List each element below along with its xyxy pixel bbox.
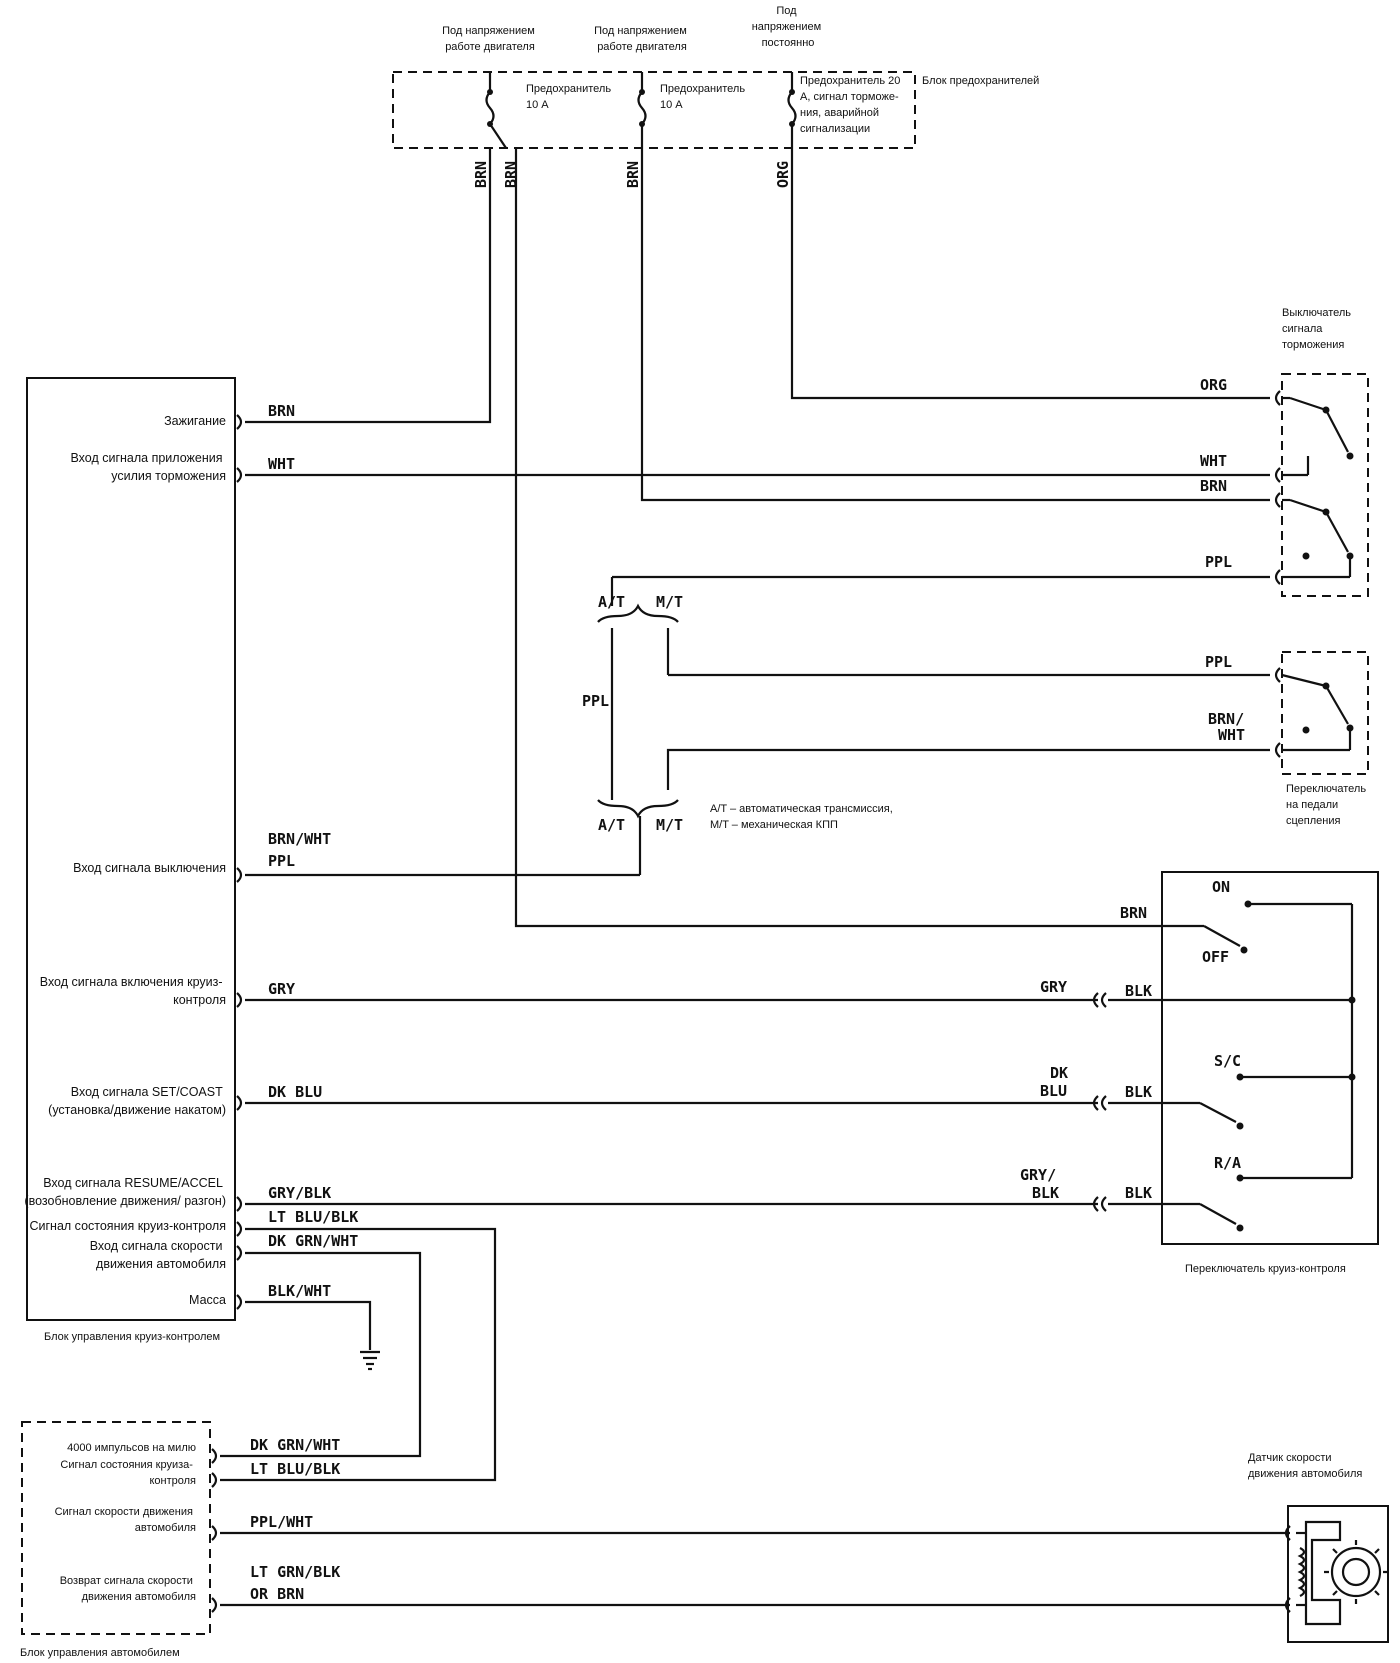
label-constant-power: Под напряжением постоянно [752, 5, 825, 49]
wire-label-lt-blu-blk-top: LT BLU/BLK [268, 1208, 358, 1226]
wire-label-dk-grn-wht-top: DK GRN/WHT [268, 1232, 358, 1250]
wire-label-ppl-disengage: PPL [268, 852, 295, 870]
wire-label-dk-blu-left: DK BLU [268, 1083, 322, 1101]
wire-label-blk-2: BLK [1125, 1083, 1152, 1101]
fuse-2-label: Предохранитель 10 A [660, 83, 748, 111]
wire-label-brn-b: BRN [502, 161, 520, 188]
vm-pin-speed-label: Сигнал скорости движения автомобиля [55, 1506, 196, 1534]
wire-speed-dk-grn-wht [220, 1251, 422, 1458]
fuse-3-label: Предохранитель 20 А, сигнал торможе- ния… [800, 75, 903, 135]
pin-ground-label: Масса [189, 1293, 226, 1307]
speed-sensor-title: Датчик скорости движения автомобиля [1248, 1452, 1362, 1480]
vm-pin-return-label: Возврат сигнала скорости движения автомо… [60, 1575, 196, 1603]
at-label-bottom: A/T [598, 816, 625, 834]
pin-set-coast-label: Вход сигнала SET/COAST (установка/движен… [48, 1085, 226, 1117]
transmission-legend: A/T – автоматическая трансмиссия, M/T – … [710, 803, 896, 831]
at-label-top: A/T [598, 593, 625, 611]
pin-brake-booster-label: Вход сигнала приложения усилия торможени… [70, 451, 226, 483]
cruise-module [26, 377, 236, 1321]
wire-label-wht-left: WHT [268, 455, 295, 473]
wire-cruise-switch-brn [514, 148, 1204, 928]
wire-label-wht-right: WHT [1200, 452, 1227, 470]
ground-symbol-icon [360, 1350, 380, 1371]
transmission-selector-top [597, 577, 679, 800]
brake-switch-contacts [1274, 390, 1354, 585]
vehicle-module [21, 1421, 211, 1635]
cruise-switch-title: Переключатель круиз-контроля [1185, 1263, 1346, 1275]
wire-label-dk-grn-wht-bottom: DK GRN/WHT [250, 1436, 340, 1454]
vehicle-module-title: Блок управления автомобилем [20, 1647, 180, 1659]
clutch-switch-contacts [1274, 667, 1354, 758]
wire-label-gry-right: GRY [1040, 978, 1067, 996]
cruise-switch-contacts [1092, 900, 1356, 1232]
pin-status-label: Сигнал состояния круиз-контроля [29, 1219, 226, 1233]
pin-cruise-on-label: Вход сигнала включения круиз- контроля [40, 975, 226, 1007]
label-ignition-run-2: Под напряжением работе двигателя [594, 25, 690, 53]
wire-label-org: ORG [774, 161, 792, 188]
wire-label-blk-1: BLK [1125, 982, 1152, 1000]
wire-label-brn-wht-disengage: BRN/WHT [268, 830, 331, 848]
wire-label-ppl-brake: PPL [1205, 553, 1232, 571]
wire-label-or-brn: OR BRN [250, 1585, 304, 1603]
cruise-switch-ra-label: R/A [1214, 1154, 1241, 1172]
wire-status-lt-blu-blk [220, 1227, 497, 1482]
fuse-2 [637, 72, 647, 127]
wire-label-brn-c: BRN [624, 161, 642, 188]
wire-label-dk-blu-right: DK BLU [1040, 1064, 1077, 1100]
wire-brake-switch-org [790, 124, 1270, 400]
wire-ground-blk-wht [245, 1300, 372, 1350]
fuse-block-title: Блок предохранителей [922, 75, 1039, 87]
wire-label-lt-grn-blk: LT GRN/BLK [250, 1563, 340, 1581]
cruise-switch-sc-label: S/C [1214, 1052, 1241, 1070]
wire-label-gry-blk-left: GRY/BLK [268, 1184, 331, 1202]
fuse-block [392, 71, 916, 149]
mt-label-bottom: M/T [656, 816, 683, 834]
wire-brake-switch-brn [640, 124, 1270, 502]
clutch-switch-title: Переключатель на педали сцепления [1286, 783, 1369, 827]
wire-label-gry-blk-right: GRY/ BLK [1020, 1166, 1065, 1202]
clutch-switch [1281, 651, 1369, 775]
pin-ignition-label: Зажигание [164, 414, 226, 428]
label-ignition-run-1: Под напряжением работе двигателя [442, 25, 538, 53]
wire-label-brn-brake: BRN [1200, 477, 1227, 495]
wire-label-lt-blu-blk-bottom: LT BLU/BLK [250, 1460, 340, 1478]
wire-label-blk-wht: BLK/WHT [268, 1282, 331, 1300]
wire-label-brn-wht-clutch: BRN/ WHT [1208, 710, 1253, 744]
cruise-switch-on-label: ON [1212, 878, 1230, 896]
wire-label-brn-switch: BRN [1120, 904, 1147, 922]
wire-label-ppl-wht: PPL/WHT [250, 1513, 313, 1531]
pin-disengage-label: Вход сигнала выключения [73, 861, 226, 875]
vm-pin-pulses-label: 4000 импульсов на милю [67, 1442, 196, 1454]
wire-label-gry-left: GRY [268, 980, 295, 998]
cruise-switch [1161, 871, 1379, 1245]
wire-label-ignition-brn: BRN [268, 402, 295, 420]
transmission-selector-bottom [597, 799, 679, 875]
wire-label-ppl-trans: PPL [582, 692, 609, 710]
fuse-1 [485, 72, 507, 149]
fuse-3 [787, 72, 797, 127]
pin-speed-label: Вход сигнала скорости движения автомобил… [90, 1239, 226, 1271]
wire-label-blk-3: BLK [1125, 1184, 1152, 1202]
mt-label-top: M/T [656, 593, 683, 611]
cruise-module-pins [236, 414, 243, 1310]
speed-sensor [1284, 1505, 1389, 1643]
vehicle-module-pins [211, 1448, 218, 1613]
cruise-module-title: Блок управления круиз-контролем [44, 1331, 220, 1343]
vm-pin-status-label: Сигнал состояния круиза- контроля [60, 1459, 196, 1487]
wire-clutch-brn-wht [666, 748, 1270, 790]
wire-label-ppl-clutch: PPL [1205, 653, 1232, 671]
brake-switch-title: Выключатель сигнала торможения [1282, 307, 1354, 351]
brake-switch [1281, 373, 1369, 597]
cruise-switch-off-label: OFF [1202, 948, 1229, 966]
wire-label-org-brake: ORG [1200, 376, 1227, 394]
wire-label-brn-a: BRN [472, 161, 490, 188]
pin-resume-accel-label: Вход сигнала RESUME/ACCEL (возобновление… [24, 1176, 226, 1208]
fuse-1-label: Предохранитель 10 A [526, 83, 614, 111]
wire-ignition-brn [245, 148, 492, 424]
